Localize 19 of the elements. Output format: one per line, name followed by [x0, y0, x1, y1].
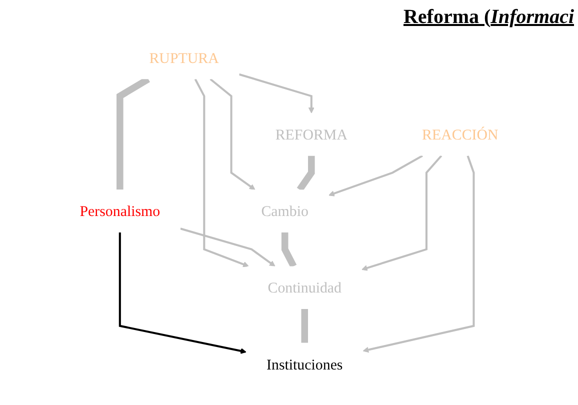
node-text: Cambio	[261, 202, 308, 220]
connector	[301, 308, 308, 343]
arrow	[194, 78, 249, 268]
node-text: Continuidad	[268, 279, 342, 296]
arrow	[210, 78, 256, 190]
arrow	[118, 232, 246, 354]
connector	[281, 232, 297, 268]
arrow	[328, 154, 423, 196]
arrow	[180, 228, 276, 267]
node-text: REFORMA	[275, 126, 348, 143]
diagram-title: Reforma (Informaci	[402, 6, 574, 29]
connector	[296, 156, 315, 192]
arrow	[238, 73, 314, 114]
node-text: REACCIÓN	[422, 126, 498, 143]
arrow	[362, 155, 442, 271]
node-text: Personalismo	[80, 202, 160, 220]
arrow	[362, 155, 475, 353]
node-text: RUPTURA	[149, 49, 219, 66]
node-text: Instituciones	[266, 356, 343, 373]
